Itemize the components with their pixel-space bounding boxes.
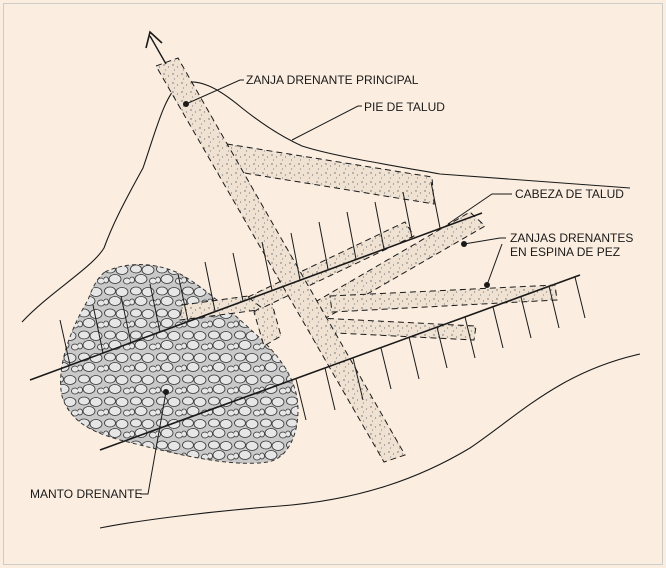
leader-main-trench (183, 79, 244, 107)
leader-slope-head (447, 193, 512, 225)
arrow-up-left-icon (145, 30, 167, 65)
drainage-blanket (60, 264, 299, 464)
branch-trench-right-horizontal (329, 284, 558, 313)
label-slope-toe: PIE DE TALUD (364, 100, 445, 114)
leader-blanket (140, 389, 169, 495)
label-slope-head: CABEZA DE TALUD (515, 187, 624, 201)
leader-herringbone (461, 237, 506, 288)
label-herringbone-line1: ZANJAS DRENANTES (510, 231, 633, 245)
leader-slope-toe (291, 105, 362, 141)
label-herringbone-line2: EN ESPINA DE PEZ (510, 245, 620, 259)
lower-ground-line (99, 353, 641, 529)
crest-line-upper (29, 181, 483, 381)
label-drainage-blanket: MANTO DRENANTE (30, 487, 142, 501)
crest-line-lower (99, 274, 586, 451)
label-main-trench: ZANJA DRENANTE PRINCIPAL (246, 73, 419, 87)
frame (3, 3, 663, 565)
